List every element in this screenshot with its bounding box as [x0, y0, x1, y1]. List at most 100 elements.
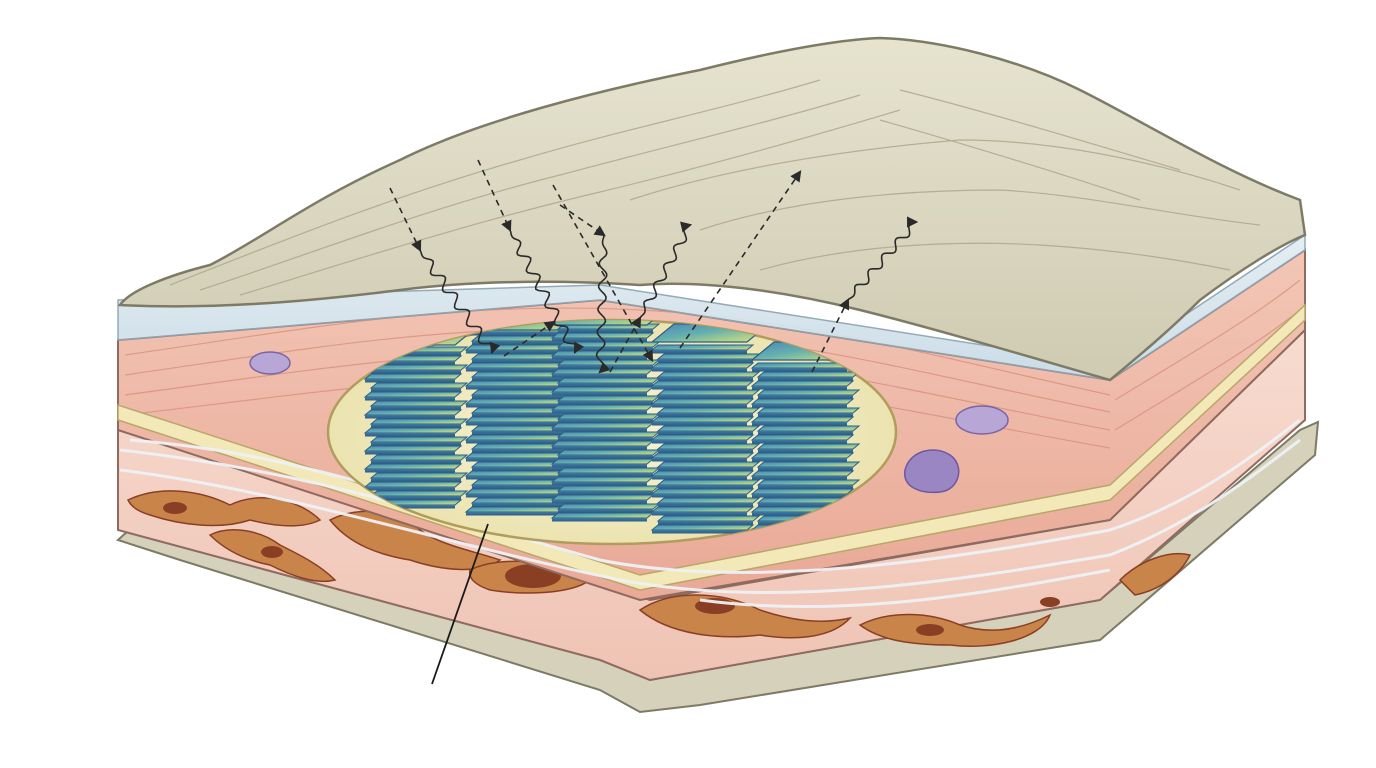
platelet-edge: [658, 395, 753, 399]
platelet-edge: [558, 365, 653, 369]
platelet: [556, 341, 661, 348]
platelet-edge: [472, 413, 567, 417]
platelet: [656, 479, 761, 486]
platelet: [363, 427, 463, 434]
platelet: [363, 481, 463, 488]
translucent-layer: [117, 233, 1306, 381]
platelet-edge: [472, 377, 567, 381]
platelet: [656, 389, 761, 396]
platelet: [750, 452, 855, 459]
platelet: [650, 380, 755, 387]
platelet: [750, 398, 855, 405]
platelet: [550, 476, 655, 483]
light-arrow-icon: [509, 229, 585, 354]
light-arrow-icon: [847, 216, 919, 301]
connective-fibers: [119, 418, 1301, 609]
platelet-edge: [466, 476, 561, 480]
platelet-edge: [652, 368, 747, 372]
platelet-edge: [365, 415, 455, 419]
platelet: [750, 434, 855, 441]
platelet-edge: [758, 503, 853, 507]
platelet-edge: [758, 449, 853, 453]
platelet-edge: [552, 518, 647, 522]
platelet-edge: [558, 329, 653, 333]
platelet-edge: [371, 352, 461, 356]
platelet-edge: [472, 485, 567, 489]
platelet-edge: [652, 386, 747, 390]
platelet-edge: [466, 440, 561, 444]
platelet: [556, 359, 661, 366]
light-path-arrows: [389, 159, 919, 374]
platelet: [550, 422, 655, 429]
platelet-edge: [466, 386, 561, 390]
platelet-edge: [752, 512, 847, 516]
platelet: [656, 515, 761, 522]
platelet-edge: [658, 449, 753, 453]
platelet-edge: [552, 428, 647, 432]
platelet: [550, 404, 655, 411]
light-arrow-icon: [552, 184, 654, 362]
platelet: [556, 467, 661, 474]
leader-line: [431, 523, 489, 685]
platelet: [656, 497, 761, 504]
platelet: [656, 353, 761, 360]
platelet-edge: [752, 404, 847, 408]
platelet: [650, 344, 755, 351]
platelet-edge: [371, 460, 461, 464]
platelet-edge: [558, 455, 653, 459]
platelet-edge: [752, 386, 847, 390]
platelet-edge: [558, 419, 653, 423]
platelet-edge: [758, 413, 853, 417]
platelet: [556, 485, 661, 492]
platelet: [750, 416, 855, 423]
platelet-edge: [466, 422, 561, 426]
platelet-edge: [371, 424, 461, 428]
platelet-edge: [552, 482, 647, 486]
light-arrow-icon: [477, 159, 512, 233]
platelet-edge: [365, 469, 455, 473]
platelet-edge: [758, 377, 853, 381]
platelet-edge: [758, 395, 853, 399]
platelet: [650, 362, 755, 369]
platelet: [464, 506, 569, 513]
platelet-edge: [558, 401, 653, 405]
melanophore-group: [126, 490, 1192, 647]
platelet: [756, 407, 861, 414]
platelet-edge: [558, 509, 653, 513]
platelet: [464, 380, 569, 387]
platelet: [756, 389, 861, 396]
platelet-edge: [472, 395, 567, 399]
cell-nucleus-icon: [249, 351, 291, 375]
platelet: [756, 425, 861, 432]
platelet-edge: [472, 503, 567, 507]
platelet-edge: [558, 473, 653, 477]
platelet-edge: [365, 379, 455, 383]
platelet-edge: [652, 476, 747, 480]
platelet-edge: [466, 368, 561, 372]
platelet-edge: [365, 487, 455, 491]
membrane-layer: [117, 303, 1306, 591]
platelet-edge: [752, 494, 847, 498]
platelet-stack: [650, 323, 771, 534]
platelet-edge: [752, 476, 847, 480]
platelet: [550, 350, 655, 357]
platelet-edge: [371, 388, 461, 392]
platelet: [464, 362, 569, 369]
platelet-edge: [752, 368, 847, 372]
platelet-edge: [472, 341, 567, 345]
platelet: [369, 364, 469, 371]
platelet: [750, 488, 855, 495]
platelet-edge: [552, 356, 647, 360]
platelet-edge: [472, 359, 567, 363]
platelet-stack: [550, 320, 671, 522]
platelet: [650, 524, 755, 531]
platelet: [656, 371, 761, 378]
platelet-edge: [552, 500, 647, 504]
platelet-edge: [365, 433, 455, 437]
platelet-edge: [365, 505, 455, 509]
platelet: [369, 400, 469, 407]
platelet: [650, 398, 755, 405]
light-arrow-icon: [639, 221, 693, 319]
platelet: [550, 458, 655, 465]
platelet-edge: [466, 494, 561, 498]
